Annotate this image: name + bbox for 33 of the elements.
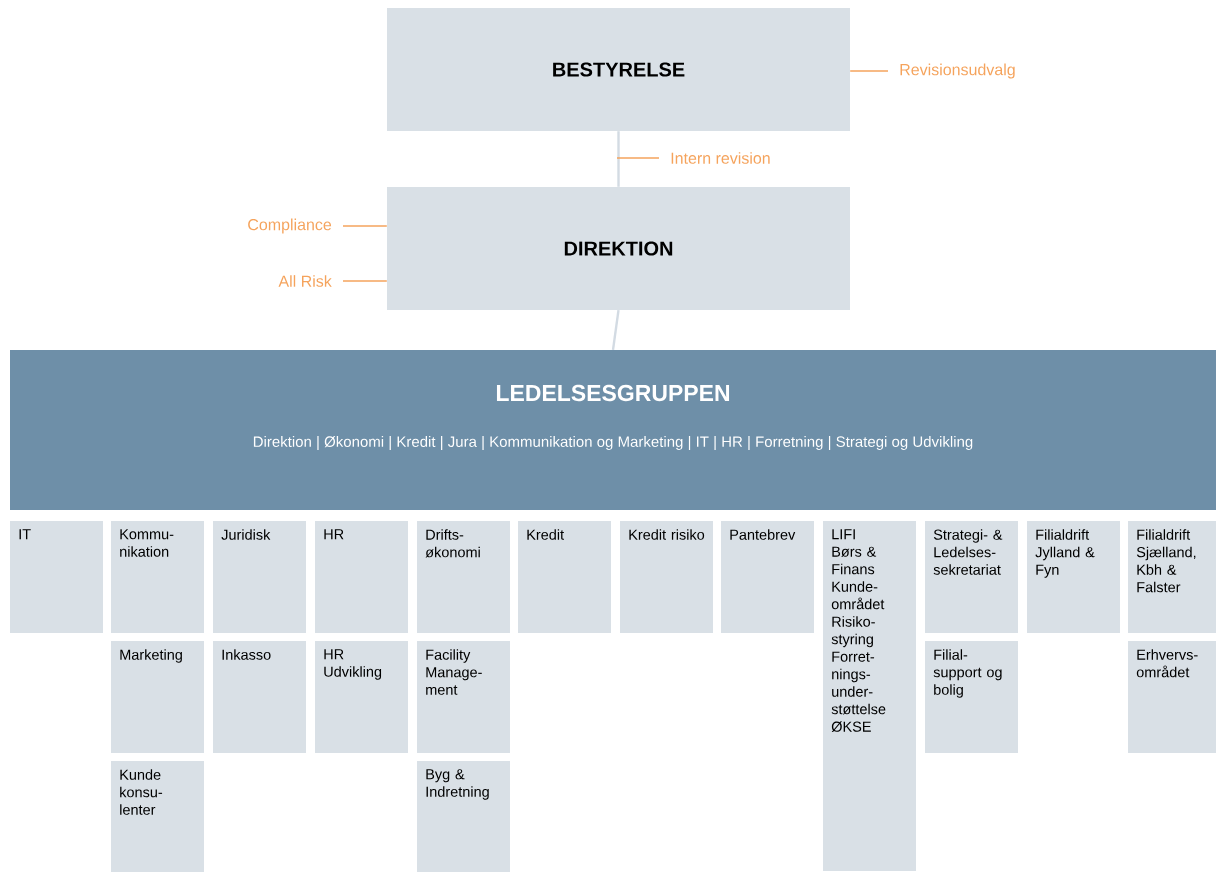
department-box: Facility Manage- ment [417,641,510,753]
leader-line [342,225,388,227]
department-box: IT [10,521,103,633]
department-box: Kredit [518,521,611,633]
org-box: DIREKTION [387,187,850,310]
side-label: Revisionsudvalg [900,63,1015,79]
department-box: Strategi- & Ledelses- sekretariat [925,521,1018,633]
department-box: Filialdrift Sjælland, Kbh & Falster [1128,521,1216,633]
connector-line [617,131,620,187]
department-box: Juridisk [213,521,306,633]
side-label: Intern revision [671,152,770,164]
department-box: Pantebrev [721,521,814,633]
connector-line [611,310,620,350]
department-box: LIFI Børs & Finans Kunde- området Risiko- styring Forret- nings- under- støttelse ØKSE [823,521,916,871]
department-box: Filialdrift Jylland & Fyn [1027,521,1120,633]
department-box: Byg & Indretning [417,761,510,872]
side-label: Compliance [248,218,332,234]
department-box: HR Udvikling [315,641,408,753]
leader-line [616,157,660,159]
department-box: HR [315,521,408,633]
department-box: Kunde konsu- lenter [111,761,204,872]
org-box: BESTYRELSE [387,8,850,131]
group-band: LEDELSESGRUPPEN Direktion | Økonomi | Kredit | Jura | Kommunikation og Marketing | IT | HR | Forretning | Strategi og Udvikling [10,350,1216,510]
leader-line [342,280,388,282]
leader-line [849,70,889,72]
department-box: Kredit risiko [620,521,713,633]
department-box: Marketing [111,641,204,753]
department-box: Inkasso [213,641,306,753]
side-label: All Risk [278,275,332,287]
department-box: Filial- support og bolig [925,641,1018,753]
department-box: Drifts- økonomi [417,521,510,633]
department-box: Kommu- nikation [111,521,204,633]
department-box: Erhvervs- området [1128,641,1216,753]
